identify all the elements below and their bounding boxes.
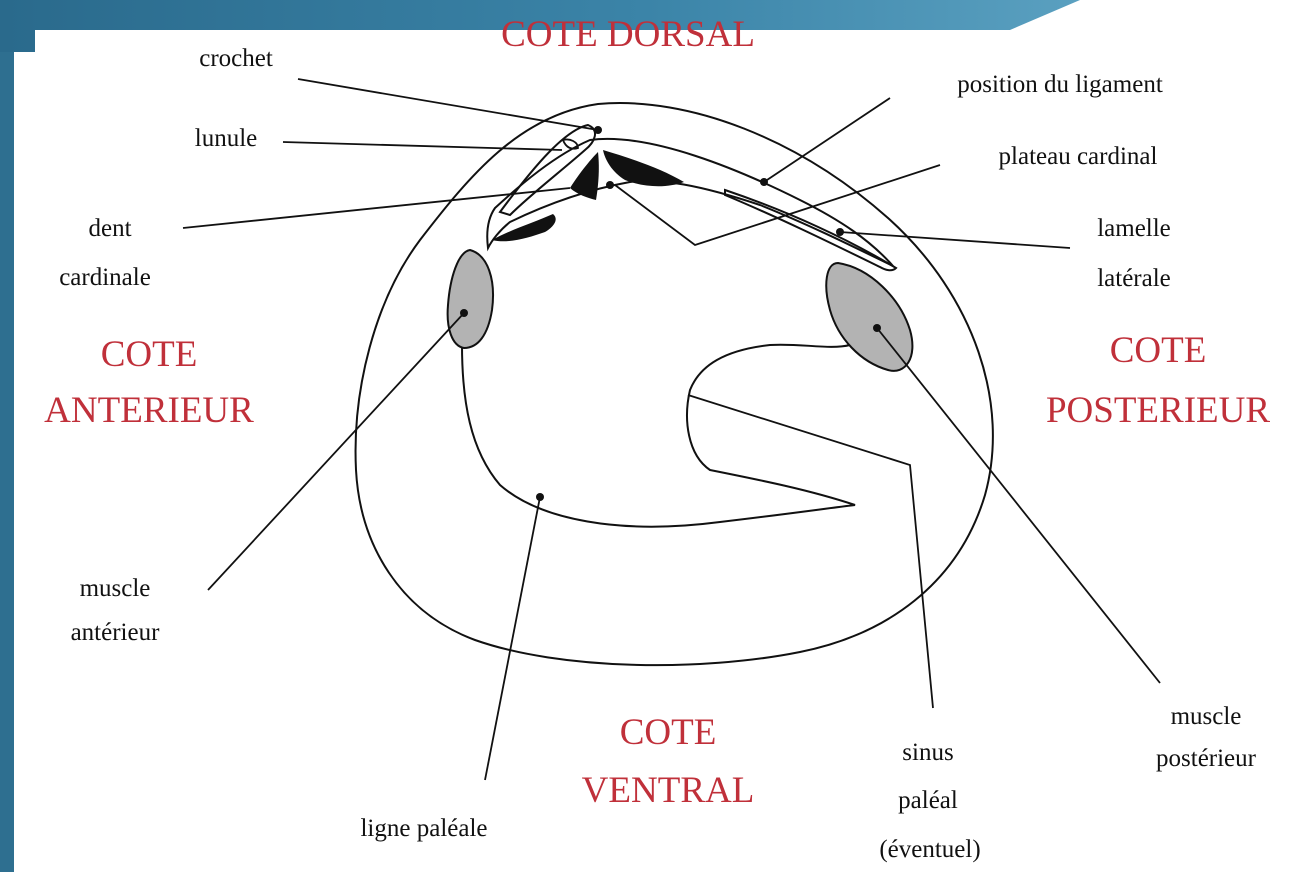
crochet-label: crochet (199, 45, 273, 72)
sinus-paleal-line-1: sinus (902, 739, 953, 766)
cote-anterieur-label: COTE ANTERIEUR (44, 334, 254, 431)
sinus-paleal-label: sinus paléal (éventuel) (879, 739, 980, 863)
muscle-anterieur-line-1: muscle (80, 575, 151, 602)
cote-anterieur-line-2: ANTERIEUR (44, 390, 254, 431)
cote-posterieur-line-1: COTE (1110, 330, 1207, 371)
cote-ventral-line-1: COTE (620, 712, 717, 753)
cote-ventral-label: COTE VENTRAL (582, 712, 755, 811)
muscle-posterieur-line-2: postérieur (1156, 745, 1257, 772)
lunule-label: lunule (195, 125, 258, 152)
cote-anterieur-line-1: COTE (101, 334, 198, 375)
muscle-posterieur-shape (826, 263, 912, 371)
dent-cardinale-shapes (492, 139, 684, 241)
sinus-paleal-line-2: paléal (898, 787, 958, 814)
ligne-paleale-label: ligne paléale (360, 815, 487, 842)
sinus-paleal-line-3: (éventuel) (879, 836, 980, 863)
lamelle-laterale-label: lamelle latérale (1097, 215, 1171, 292)
plateau-cardinal-label: plateau cardinal (999, 143, 1158, 170)
muscle-posterieur-label: muscle postérieur (1156, 703, 1257, 772)
ligne-paleale-path (462, 300, 855, 527)
dent-cardinale-line-1: dent (88, 215, 131, 242)
dent-cardinale-label: dent cardinale (59, 215, 151, 291)
shell-outline (356, 103, 993, 665)
position-ligament-label: position du ligament (957, 71, 1163, 98)
hinge-plate-outline (487, 139, 893, 266)
lamelle-laterale-line-2: latérale (1097, 265, 1171, 292)
dent-cardinale-line-2: cardinale (59, 264, 151, 291)
muscle-anterieur-shape (448, 250, 493, 348)
muscle-anterieur-label: muscle antérieur (71, 575, 161, 646)
cote-dorsal-label: COTE DORSAL (501, 14, 755, 55)
muscle-anterieur-line-2: antérieur (71, 619, 161, 646)
cote-posterieur-label: COTE POSTERIEUR (1046, 330, 1270, 431)
lamelle-laterale-line-1: lamelle (1097, 215, 1171, 242)
cote-ventral-line-2: VENTRAL (582, 770, 755, 811)
muscle-posterieur-line-1: muscle (1171, 703, 1242, 730)
cote-posterieur-line-2: POSTERIEUR (1046, 390, 1270, 431)
